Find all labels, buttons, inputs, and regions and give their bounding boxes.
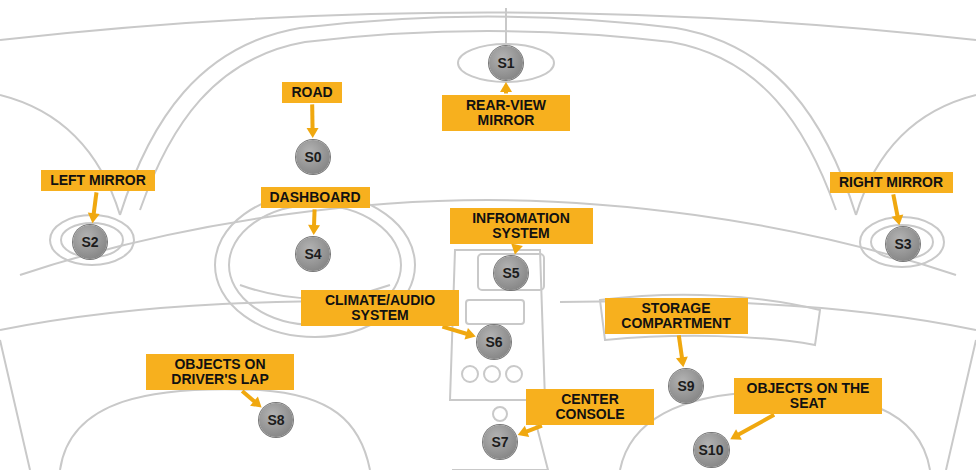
label-text: ROAD [291, 85, 333, 100]
label-text: STORAGE COMPARTMENT [614, 301, 739, 332]
arrow-head [500, 82, 512, 92]
arrow-head [464, 328, 475, 339]
driver-seat [60, 389, 370, 470]
arrow-line [737, 415, 774, 436]
callout-number: S4 [304, 247, 321, 261]
label-text: CLIMATE/AUDIO SYSTEM [310, 293, 450, 324]
arrow-connector [442, 327, 475, 340]
label-text: LEFT MIRROR [50, 173, 146, 188]
arrow-line [242, 391, 255, 402]
arrow-connector [892, 194, 904, 225]
arrow-head [518, 426, 529, 437]
label-text: CENTER CONSOLE [535, 392, 645, 423]
callout-number: S10 [699, 443, 724, 457]
center-stack [450, 250, 545, 400]
arrow-connector [307, 104, 319, 138]
arrow-connector [88, 192, 100, 223]
mirror-stem [505, 8, 507, 45]
gear-knob [493, 407, 507, 421]
callout-circle: S7 [483, 425, 517, 459]
callout-circle: S10 [694, 433, 729, 467]
right-door [946, 340, 976, 470]
label-box: CLIMATE/AUDIO SYSTEM [301, 290, 459, 327]
arrow-connector [308, 209, 320, 235]
left-mirror-outer [50, 215, 134, 265]
callout-number: S3 [894, 237, 911, 251]
label-box: OBJECTS ON DRIVER'S LAP [146, 354, 294, 391]
arrow-line [310, 104, 314, 130]
arrow-line [893, 194, 898, 217]
arrow-head [511, 243, 523, 254]
arrow-head [730, 429, 742, 439]
arrow-connector [242, 391, 261, 408]
knob [462, 366, 478, 382]
label-box: LEFT MIRROR [41, 170, 155, 191]
label-text: REAR-VIEW MIRROR [451, 98, 561, 129]
arrow-head [892, 214, 904, 225]
windshield-inner [140, 31, 836, 210]
arrow-head [308, 225, 320, 235]
knob [506, 366, 522, 382]
arrow-connector [676, 335, 688, 367]
arrow-connector [511, 243, 523, 254]
label-text: RIGHT MIRROR [839, 175, 944, 190]
windshield-outer [120, 17, 856, 216]
callout-number: S8 [267, 413, 284, 427]
label-box: REAR-VIEW MIRROR [442, 95, 570, 132]
label-box: RIGHT MIRROR [830, 172, 953, 193]
right-pillar [856, 95, 976, 215]
arrow-line [679, 335, 682, 359]
arrow-connector [500, 82, 512, 94]
left-pillar [0, 95, 120, 215]
label-box: ROAD [282, 82, 342, 103]
callout-number: S0 [304, 150, 321, 164]
glovebox [600, 295, 820, 345]
audio-unit [466, 300, 524, 324]
car-interior-lines [0, 8, 976, 470]
callout-circle: S0 [296, 140, 330, 174]
callout-circle: S6 [477, 325, 511, 359]
arrow-line [312, 209, 317, 227]
callout-circle: S3 [886, 227, 920, 261]
arrow-head [307, 128, 319, 138]
callout-circle: S9 [669, 369, 703, 403]
callout-circle: S2 [73, 225, 107, 259]
label-text: DASHBOARD [270, 190, 361, 205]
callout-circle: S4 [296, 237, 330, 271]
label-box: STORAGE COMPARTMENT [605, 298, 748, 335]
label-text: INFROMATION SYSTEM [459, 211, 584, 242]
label-box: DASHBOARD [261, 187, 370, 208]
arrow-line [442, 327, 468, 335]
right-mirror-outer [860, 217, 944, 267]
information-display [478, 254, 544, 290]
callout-number: S6 [485, 335, 502, 349]
arrow-head [676, 356, 688, 367]
callout-number: S1 [497, 56, 514, 70]
arrow-head [250, 397, 261, 408]
arrow-head [88, 212, 100, 223]
left-door [0, 340, 30, 470]
callout-circle: S1 [489, 46, 523, 80]
label-box: OBJECTS ON THE SEAT [734, 378, 882, 415]
label-text: OBJECTS ON THE SEAT [743, 381, 873, 412]
label-box: CENTER CONSOLE [526, 389, 654, 426]
arrow-line [525, 426, 542, 433]
knob [484, 366, 500, 382]
arrow-connector [518, 426, 542, 437]
label-box: INFROMATION SYSTEM [450, 208, 593, 245]
callout-number: S2 [81, 235, 98, 249]
callout-circle: S8 [259, 403, 293, 437]
dashboard-top [20, 200, 956, 275]
callout-number: S5 [502, 266, 519, 280]
arrow-line [93, 192, 96, 215]
callout-number: S7 [491, 435, 508, 449]
rear-view-mirror [458, 44, 554, 82]
callout-circle: S5 [494, 256, 528, 290]
label-text: OBJECTS ON DRIVER'S LAP [155, 357, 285, 388]
callout-number: S9 [677, 379, 694, 393]
arrow-connector [730, 415, 774, 440]
